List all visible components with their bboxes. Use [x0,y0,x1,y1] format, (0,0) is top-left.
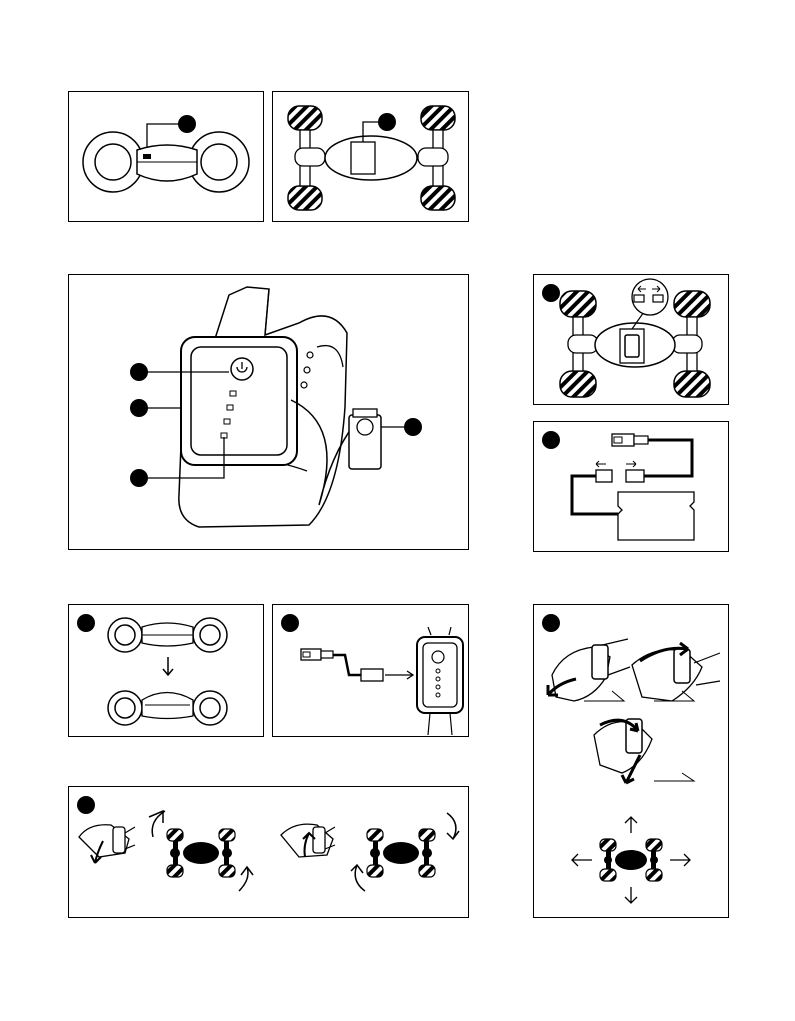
callout-badge [77,614,95,632]
panel-gesture-watch-overview [68,274,469,550]
arrow-icon [670,854,690,866]
wheel-icon [83,132,143,192]
callout-badge [77,796,95,814]
status-led [230,391,236,396]
wheel-icon [193,691,227,725]
status-led [224,419,230,424]
wheel-icon [288,106,322,130]
panel-gesture-directions [533,604,729,918]
callout-badge [130,399,148,417]
watch-icon [417,627,463,735]
panel-battery-switch-car [68,91,264,222]
hand-icon [552,639,630,701]
wheel-icon [219,829,235,841]
wheel-icon [560,371,596,397]
watch-icon [181,337,297,465]
panel-charging-cable-car [533,421,729,552]
wheel-icon [600,839,616,851]
battery-icon [620,329,644,363]
wheel-icon [193,618,227,652]
wheel-icon [108,691,142,725]
gesture-watch-illustration [69,275,470,551]
hand-icon [594,719,652,773]
wrist-spin-illustration [69,787,470,919]
arrow-icon [626,461,636,467]
car-body [137,145,197,181]
arrow-icon [572,854,592,866]
usb-plug-icon [612,434,648,446]
gesture-directions-illustration [534,605,730,919]
wheel-icon [167,865,183,877]
car-body [183,842,219,864]
arrow-icon [163,657,173,675]
wheel-icon [674,371,710,397]
callout-badge [542,431,560,449]
arrow-icon [625,817,637,833]
callout-badge [542,614,560,632]
callout-badge [404,418,422,436]
wheel-icon [600,869,616,881]
wheel-icon [108,618,142,652]
arrow-icon [447,813,459,839]
wheel-icon [560,291,596,317]
arrow-icon [625,887,637,903]
arrow-icon [239,867,253,891]
panel-wrist-spin [68,786,469,918]
wheel-icon [674,291,710,317]
status-led [227,405,233,410]
callout-badge [130,469,148,487]
panel-battery-plug-detail [533,274,729,405]
car-side-switch-illustration [69,92,265,223]
arrow-icon [149,811,165,837]
arrow-icon [351,865,365,891]
wheel-icon [419,865,435,877]
power-icon [231,358,253,380]
arrow-icon [596,461,606,467]
wheel-icon [367,829,383,841]
charging-cable [333,655,361,675]
power-switch [143,154,151,159]
wheel-icon [367,865,383,877]
wheel-icon [288,186,322,210]
car-body [615,850,647,870]
panel-battery-compartment-top [272,91,469,222]
wheel-icon [646,839,662,851]
arrow-icon [385,671,413,679]
wheel-icon [189,132,249,192]
battery-icon [618,492,694,540]
charging-cable [644,440,692,476]
callout-badge [281,614,299,632]
car-charging-illustration [534,422,730,553]
wheel-icon [167,829,183,841]
panel-car-flip [68,604,264,737]
hand-icon [281,824,335,857]
callout-badge [542,284,560,302]
wheel-icon [421,186,455,210]
wheel-icon [419,829,435,841]
watch-charging-illustration [273,605,470,738]
usb-plug-icon [301,649,333,660]
wheel-icon [646,869,662,881]
car-top-battery-illustration [273,92,470,223]
car-flip-illustration [69,605,265,738]
battery-plug-illustration [534,275,730,406]
wheel-icon [219,865,235,877]
panel-watch-charging [272,604,469,737]
wheel-icon [421,106,455,130]
usb-plug-icon [349,409,381,469]
battery-cover [351,142,375,174]
callout-badge [130,363,148,381]
car-body [383,842,419,864]
hand-icon [79,825,135,857]
